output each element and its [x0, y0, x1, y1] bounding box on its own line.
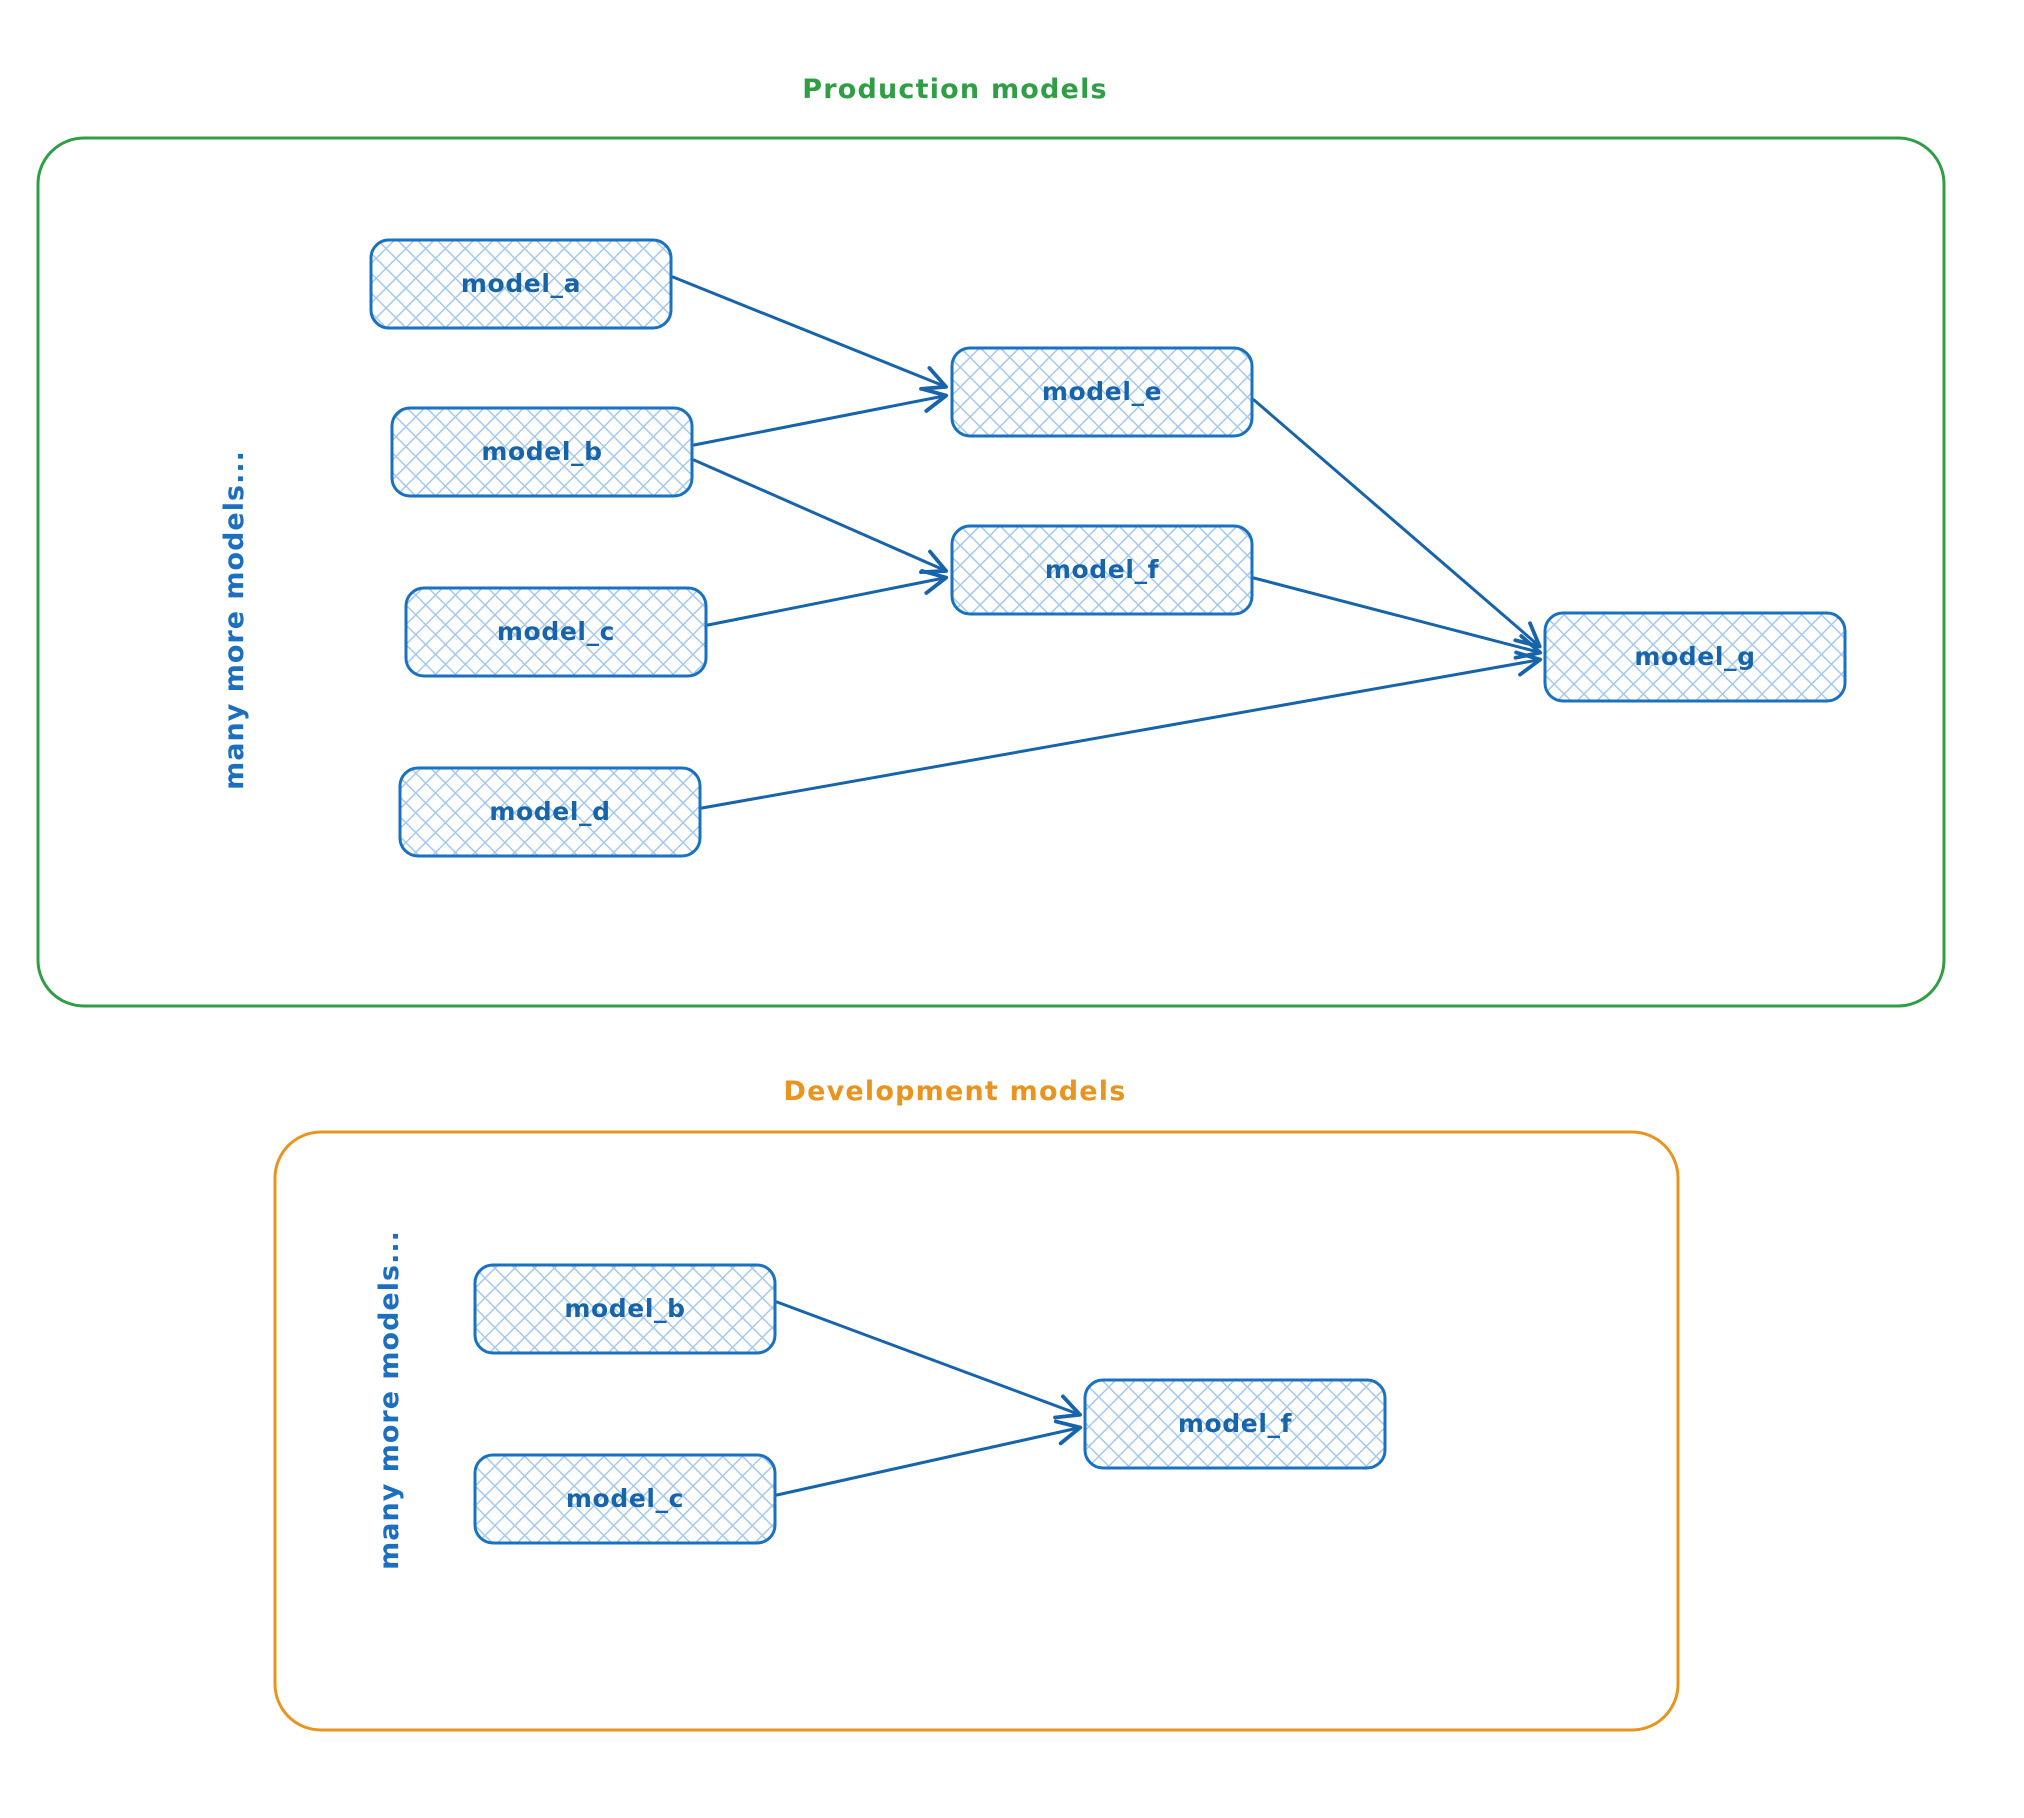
node-model_a-label: model_a	[461, 269, 581, 298]
production-side-label: many more models...	[219, 450, 250, 790]
group-development: model_b model_c model_f many more models…	[273, 1076, 1680, 1732]
group-production: model_a model_b model_c model_d model_e	[36, 74, 1946, 1008]
node-dev_model_f-label: model_f	[1178, 1409, 1293, 1438]
edge-model_c-model_f	[706, 569, 949, 627]
node-model_b[interactable]: model_b	[390, 406, 694, 498]
node-dev_model_c-label: model_c	[566, 1484, 684, 1513]
node-model_f-box[interactable]	[950, 524, 1254, 616]
development-frame	[273, 1130, 1680, 1732]
node-model_e[interactable]: model_e	[950, 346, 1254, 438]
node-model_d-box[interactable]	[398, 766, 702, 858]
edge-model_b-model_e	[692, 386, 949, 447]
node-model_c[interactable]: model_c	[404, 586, 708, 678]
edge-dev_model_c-dev_model_f	[775, 1419, 1083, 1497]
node-dev_model_c[interactable]: model_c	[473, 1453, 777, 1545]
node-dev_model_c-box[interactable]	[473, 1453, 777, 1545]
node-dev_model_b-label: model_b	[564, 1294, 685, 1323]
edge-model_f-model_g	[1252, 576, 1543, 660]
node-model_b-box[interactable]	[390, 406, 694, 498]
node-model_f[interactable]: model_f	[950, 524, 1254, 616]
edge-model_a-model_e	[671, 275, 948, 391]
node-model_c-box[interactable]	[404, 586, 708, 678]
node-dev_model_f-box[interactable]	[1083, 1378, 1387, 1470]
node-model_a[interactable]: model_a	[369, 238, 673, 330]
node-model_e-label: model_e	[1042, 377, 1162, 406]
node-model_b-label: model_b	[481, 437, 602, 466]
production-edges	[671, 275, 1543, 810]
development-edges	[775, 1300, 1083, 1497]
edge-dev_model_b-dev_model_f	[775, 1300, 1083, 1420]
node-dev_model_b[interactable]: model_b	[473, 1263, 777, 1355]
node-dev_model_f[interactable]: model_f	[1083, 1378, 1387, 1470]
node-model_e-box[interactable]	[950, 346, 1254, 438]
node-model_a-box[interactable]	[369, 238, 673, 330]
node-model_g-label: model_g	[1634, 642, 1755, 671]
node-model_f-label: model_f	[1045, 555, 1160, 584]
node-model_d[interactable]: model_d	[398, 766, 702, 858]
development-title: Development models	[784, 1076, 1127, 1107]
node-model_c-label: model_c	[497, 617, 615, 646]
edge-model_b-model_f	[692, 458, 948, 575]
production-title: Production models	[802, 74, 1108, 105]
production-frame	[36, 136, 1946, 1008]
node-dev_model_b-box[interactable]	[473, 1263, 777, 1355]
edge-model_e-model_g	[1252, 398, 1542, 649]
development-side-label: many more models...	[374, 1230, 405, 1570]
node-model_d-label: model_d	[489, 797, 610, 826]
node-model_g[interactable]: model_g	[1543, 611, 1847, 703]
edge-model_d-model_g	[700, 650, 1543, 810]
node-model_g-box[interactable]	[1543, 611, 1847, 703]
